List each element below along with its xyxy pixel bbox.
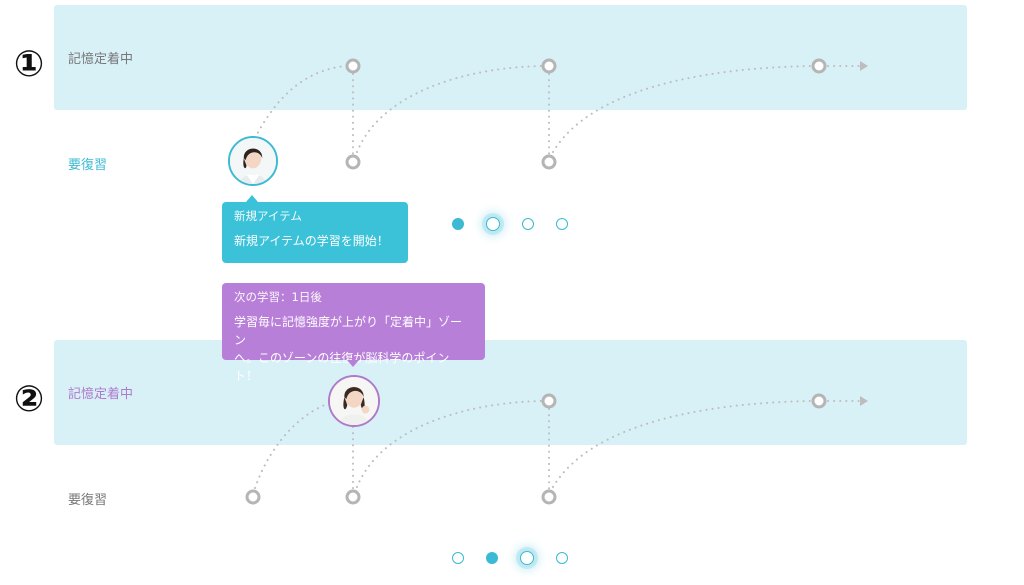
ring-node-icon — [541, 154, 557, 170]
woman-portrait-icon — [228, 136, 278, 186]
ring-node-icon — [245, 489, 261, 505]
pager-dot-3[interactable] — [520, 551, 534, 565]
retention-zone-band — [54, 340, 967, 445]
retention-zone-band — [54, 5, 967, 110]
path-curve — [552, 65, 812, 153]
ring-node-icon — [811, 393, 827, 409]
new-item-tooltip: 新規アイテム 新規アイテムの学習を開始！ — [222, 195, 408, 263]
tooltip-body-line: 学習毎に記憶強度が上がり「定着中」ゾーン — [234, 315, 463, 347]
review-zone-label: 要復習 — [68, 158, 108, 173]
retention-zone-label: 記憶定着中 — [68, 387, 134, 402]
ring-node-icon — [811, 58, 827, 74]
learning-path-diagram — [254, 58, 868, 170]
tooltip-tail — [246, 195, 258, 202]
tooltip-body-line: へ。このゾーンの往復が脳科学のポイント！ — [234, 351, 450, 383]
tooltip-title: 新規アイテム — [234, 209, 302, 223]
ring-node-icon — [541, 393, 557, 409]
pager-dot-3[interactable] — [522, 218, 534, 230]
pager-dot-1[interactable] — [452, 218, 464, 230]
pager-dot-4[interactable] — [556, 218, 568, 230]
woman-portrait-icon — [328, 375, 380, 427]
retention-zone-label: 記憶定着中 — [68, 52, 134, 67]
pager-dot-2[interactable] — [486, 217, 500, 231]
pager-dot-4[interactable] — [556, 552, 568, 564]
path-curve — [356, 400, 542, 488]
ring-node-icon — [345, 58, 361, 74]
arrow-right-icon — [860, 396, 868, 406]
tooltip-body: 新規アイテムの学習を開始！ — [234, 234, 389, 248]
path-curve — [254, 65, 346, 139]
next-study-tooltip: 次の学習：1日後 学習毎に記憶強度が上がり「定着中」ゾーン へ。このゾーンの往復… — [222, 283, 485, 383]
tooltip-tail — [347, 360, 359, 367]
pager-dot-2[interactable] — [486, 552, 498, 564]
learning-path-diagram — [245, 393, 868, 505]
step-number: ② — [13, 379, 45, 420]
ring-node-icon — [541, 58, 557, 74]
tooltip-title: 次の学習：1日後 — [234, 290, 322, 304]
ring-node-icon — [345, 154, 361, 170]
step-number: ① — [13, 44, 45, 85]
path-curve — [254, 402, 331, 489]
panel-step-1: ① 記憶定着中 要復習 新規ア — [0, 0, 1024, 263]
review-zone-label: 要復習 — [68, 493, 108, 508]
pager-dots — [451, 214, 576, 234]
panel-step-2: ② 記憶定着中 要復習 — [0, 283, 1024, 585]
ring-node-icon — [345, 489, 361, 505]
pager-dot-1[interactable] — [452, 552, 464, 564]
path-curve — [552, 400, 812, 488]
ring-node-icon — [541, 489, 557, 505]
tooltip-body: 学習毎に記憶強度が上がり「定着中」ゾーン へ。このゾーンの往復が脳科学のポイント… — [234, 313, 473, 385]
pager-dots — [451, 548, 576, 568]
arrow-right-icon — [860, 61, 868, 71]
path-curve — [356, 65, 542, 153]
